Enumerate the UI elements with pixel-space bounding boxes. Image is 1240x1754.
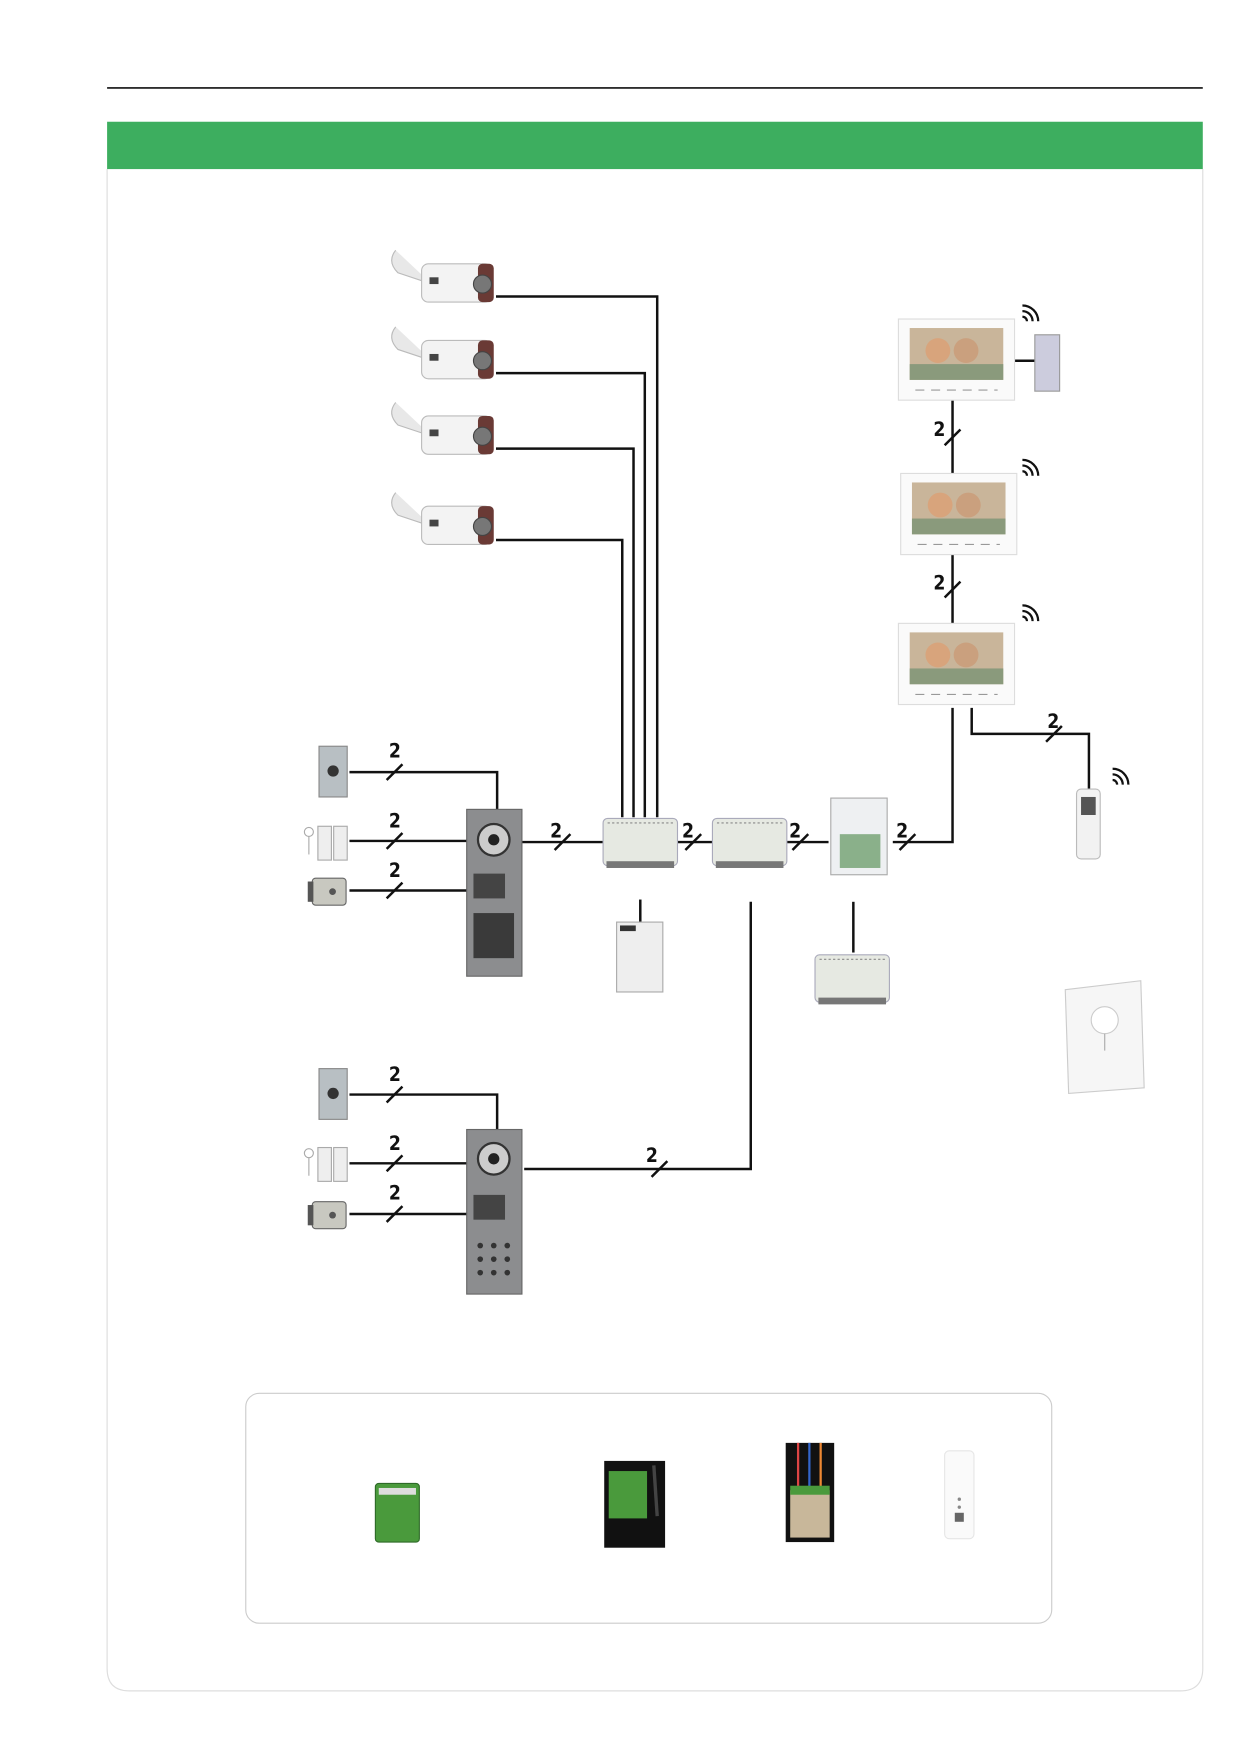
video-monitor [897,622,1016,706]
wire-count-label: 2 [1047,710,1059,733]
camera [391,326,495,380]
wire-count-label: 2 [933,418,945,441]
exit-button [318,1068,348,1120]
micro-module [785,1442,835,1543]
content-panel-border [106,169,1204,1692]
wire-count-label: 2 [896,820,908,843]
handset [1075,788,1101,860]
wire-mark: 2 [385,1181,404,1223]
wire-count-label: 2 [389,740,401,763]
gate-operator [303,1146,348,1182]
wire-mark: 2 [933,418,962,447]
wire-count-label: 2 [389,1132,401,1155]
camera [391,401,495,455]
power-supply [616,921,664,993]
wire-mark: 2 [385,1132,404,1173]
wire-mark: 2 [1045,710,1063,743]
door-panel-keypad [466,1128,523,1295]
wire-count-label: 2 [550,820,562,843]
electric-lock [307,877,347,906]
wire-count-label: 2 [389,859,401,882]
video-distributor [711,817,788,869]
wire-mark: 2 [896,820,917,851]
wire-mark: 2 [385,1063,404,1104]
chime [1064,980,1145,1095]
video-monitor [900,472,1018,556]
wire-mark: 2 [789,820,810,851]
video-monitor [897,318,1016,401]
electric-lock [307,1201,347,1230]
white-remote [944,1450,975,1540]
wifi-icon [1111,767,1130,786]
wifi-icon [1021,304,1040,323]
din-module [1034,334,1061,392]
wire-count-marks: 2 2 2 2 2 2 2 2 2 2 2 2 2 2 [385,418,1063,1223]
camera [391,492,495,546]
wire-count-label: 2 [933,572,945,595]
wire-count-label: 2 [682,820,694,843]
wire-count-label: 2 [389,1181,401,1204]
wire-mark: 2 [933,572,962,599]
wire-mark: 2 [646,1144,669,1178]
wire-count-label: 2 [389,1063,401,1086]
gate-operator [303,825,348,861]
wire-mark: 2 [385,740,404,781]
door-panel-proximity [466,808,523,977]
wire-mark: 2 [385,809,404,850]
wire-mark: 2 [385,859,404,900]
wire-mark: 2 [682,820,703,851]
wifi-icon [1021,604,1040,623]
green-relay-module [374,1482,420,1543]
camera [391,249,495,303]
accessory-box [245,1392,1053,1624]
interface-module [830,797,888,876]
exit-button [318,745,348,798]
video-distributor [814,954,890,1005]
wifi-icon [1021,458,1040,477]
wire-count-label: 2 [646,1144,658,1167]
wire-mark: 2 [550,820,572,851]
section-header-band [107,121,1203,170]
wire-count-label: 2 [389,809,401,832]
wire-count-label: 2 [789,820,801,843]
video-distributor [602,817,679,869]
green-wireless-module [604,1460,666,1548]
